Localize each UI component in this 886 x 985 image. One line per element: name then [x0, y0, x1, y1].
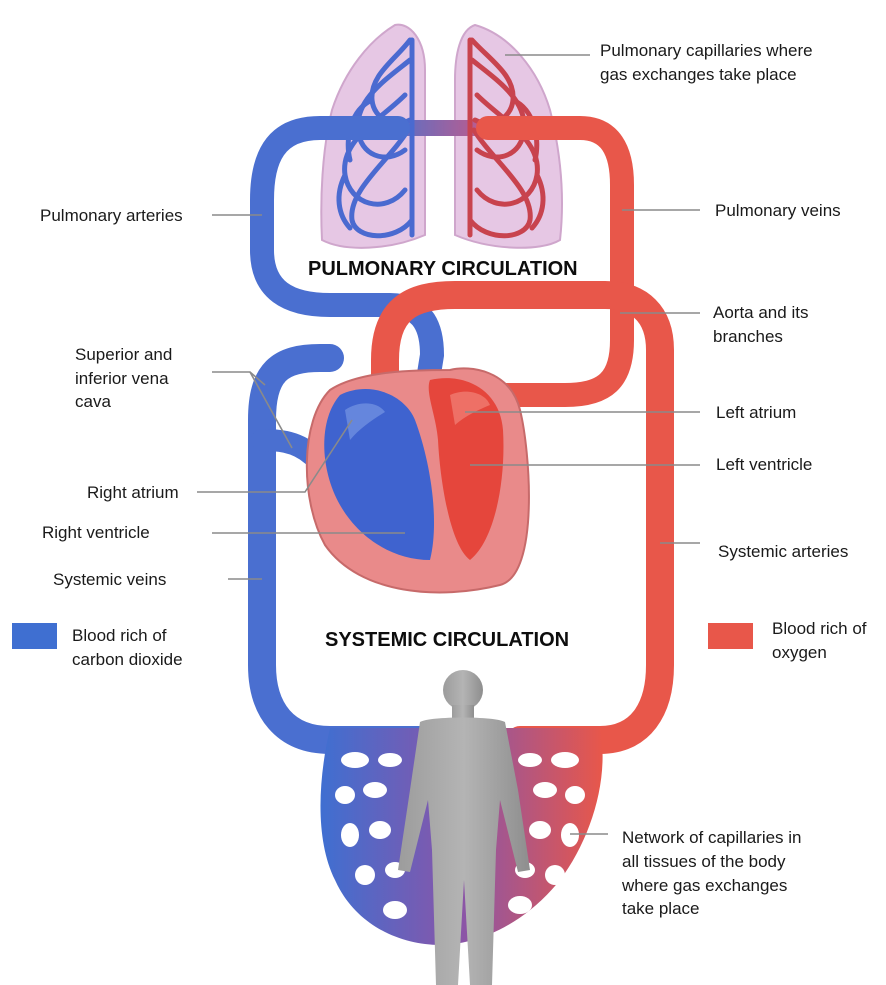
vena-cava-line-2: inferior vena: [75, 369, 169, 388]
label-systemic-veins: Systemic veins: [53, 570, 166, 589]
label-vena-cava: Superior and inferior vena cava: [75, 345, 172, 411]
body-capillaries-line-1: Network of capillaries in: [622, 828, 802, 847]
label-systemic-arteries: Systemic arteries: [718, 542, 848, 561]
legend-swatch-o2: [708, 623, 753, 649]
legend-o2-line-1: Blood rich of: [772, 619, 867, 638]
label-pulmonary-arteries: Pulmonary arteries: [40, 206, 183, 225]
systemic-circulation-title: SYSTEMIC CIRCULATION: [325, 629, 569, 651]
pulmonary-capillaries-line-1: Pulmonary capillaries where: [600, 41, 813, 60]
label-pulmonary-capillaries: Pulmonary capillaries where gas exchange…: [600, 41, 813, 84]
legend-swatch-co2: [12, 623, 57, 649]
aorta-line-1: Aorta and its: [713, 303, 808, 322]
label-pulmonary-veins: Pulmonary veins: [715, 201, 841, 220]
vena-cava-line-3: cava: [75, 392, 111, 411]
legend-o2: Blood rich of oxygen: [772, 619, 867, 662]
label-aorta: Aorta and its branches: [713, 303, 808, 346]
body-capillaries-line-2: all tissues of the body: [622, 852, 786, 871]
label-right-atrium: Right atrium: [87, 483, 179, 502]
body-capillaries-line-3: where gas exchanges: [621, 876, 787, 895]
legend-co2-line-2: carbon dioxide: [72, 650, 183, 669]
label-left-ventricle: Left ventricle: [716, 455, 812, 474]
legend-co2-line-1: Blood rich of: [72, 626, 167, 645]
heart: [307, 368, 529, 592]
legend-co2: Blood rich of carbon dioxide: [72, 626, 183, 669]
pulmonary-circulation-title: PULMONARY CIRCULATION: [308, 258, 578, 280]
label-left-atrium: Left atrium: [716, 403, 796, 422]
pulmonary-capillaries-line-2: gas exchanges take place: [600, 65, 797, 84]
vena-cava-line-1: Superior and: [75, 345, 172, 364]
body-capillaries-line-4: take place: [622, 899, 700, 918]
label-right-ventricle: Right ventricle: [42, 523, 150, 542]
label-body-capillaries: Network of capillaries in all tissues of…: [621, 828, 802, 918]
aorta-line-2: branches: [713, 327, 783, 346]
legend-o2-line-2: oxygen: [772, 643, 827, 662]
